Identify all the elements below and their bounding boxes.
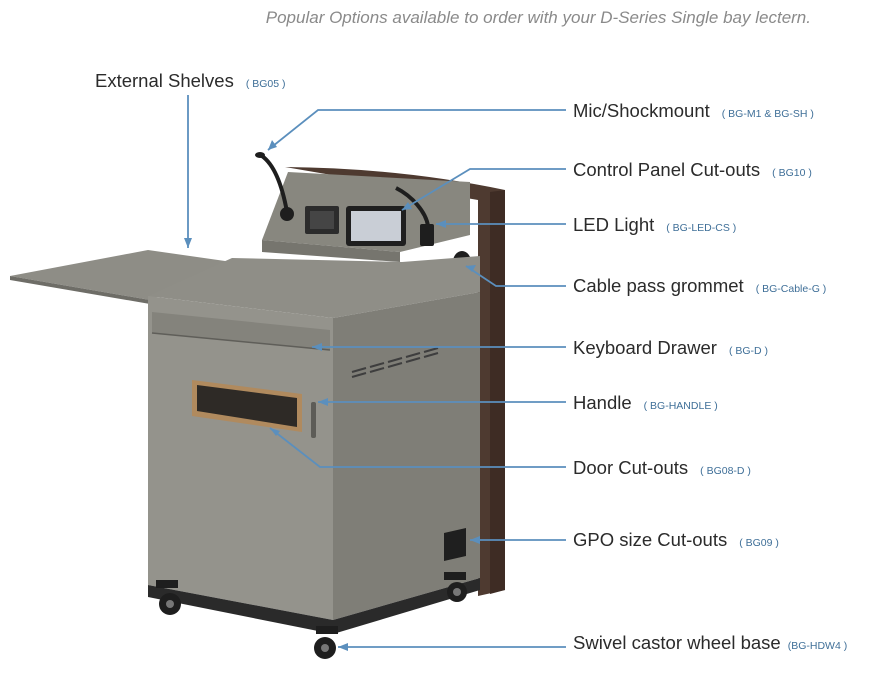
callout-gpo-cutouts: GPO size Cut-outs ( BG09 ) (573, 529, 779, 551)
option-code: ( BG-M1 & BG-SH ) (721, 108, 814, 120)
option-name: Handle (573, 392, 632, 413)
callout-castor-base: Swivel castor wheel base (BG-HDW4 ) (573, 632, 847, 654)
leader-arrowheads (184, 140, 480, 651)
callout-external-shelves: External Shelves ( BG05 ) (95, 70, 286, 92)
side-vents (351, 347, 439, 378)
castor-wheels (156, 572, 467, 659)
keyboard-drawer (152, 312, 330, 350)
cabinet-side (333, 292, 480, 620)
led-light-fitting (420, 224, 434, 246)
option-name: Swivel castor wheel base (573, 632, 781, 653)
option-name: Cable pass grommet (573, 275, 744, 296)
leader-cable-grommet (465, 265, 566, 287)
option-code: ( BG-Cable-G ) (755, 283, 827, 295)
callout-handle: Handle ( BG-HANDLE ) (573, 392, 718, 414)
option-code: (BG-HDW4 ) (787, 640, 848, 652)
option-name: Control Panel Cut-outs (573, 159, 761, 180)
mic-base (280, 207, 294, 221)
door-handle (311, 402, 316, 438)
callout-door-cutouts: Door Cut-outs ( BG08-D ) (573, 457, 751, 479)
mic-gooseneck (260, 154, 289, 213)
option-code: ( BG09 ) (739, 537, 779, 549)
option-name: External Shelves (95, 70, 234, 91)
leader-door-cutouts (269, 427, 566, 468)
callout-led-light: LED Light ( BG-LED-CS ) (573, 214, 736, 236)
option-code: ( BG-D ) (728, 345, 769, 357)
option-code: ( BG-HANDLE ) (643, 400, 718, 412)
cabinet-front (148, 296, 333, 620)
option-name: Mic/Shockmount (573, 100, 710, 121)
option-code: ( BG10 ) (772, 167, 812, 179)
option-name: GPO size Cut-outs (573, 529, 728, 550)
callout-keyboard-drawer: Keyboard Drawer ( BG-D ) (573, 337, 768, 359)
leader-lines (187, 95, 566, 648)
callout-control-panel: Control Panel Cut-outs ( BG10 ) (573, 159, 812, 181)
gpo-cutout (444, 528, 466, 561)
lectern-top (148, 256, 480, 318)
leader-control-panel (401, 168, 566, 211)
wood-side-panel (285, 167, 505, 596)
option-code: ( BG05 ) (245, 78, 286, 90)
leader-mic (267, 109, 566, 151)
option-code: ( BG08-D ) (700, 465, 751, 477)
option-name: Keyboard Drawer (573, 337, 717, 358)
callout-cable-grommet: Cable pass grommet ( BG-Cable-G ) (573, 275, 826, 297)
page-header: Popular Options available to order with … (265, 8, 811, 27)
option-name: Door Cut-outs (573, 457, 689, 478)
cabinet-base (148, 578, 480, 634)
option-name: LED Light (573, 214, 655, 235)
callout-mic-shockmount: Mic/Shockmount ( BG-M1 & BG-SH ) (573, 100, 814, 122)
option-code: ( BG-LED-CS ) (666, 222, 737, 234)
